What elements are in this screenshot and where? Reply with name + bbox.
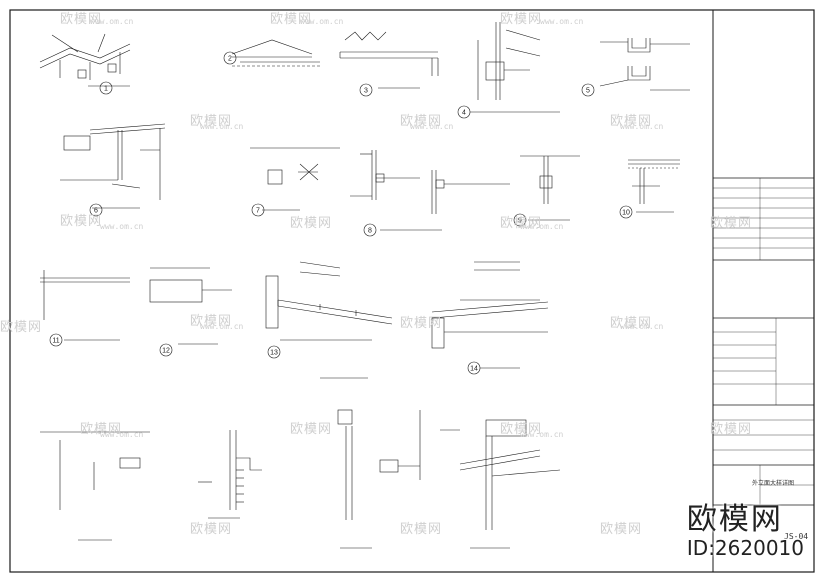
watermark: 欧模网 bbox=[190, 314, 233, 329]
detail-14 bbox=[431, 261, 549, 369]
watermark-url: www.om.cn bbox=[100, 222, 144, 231]
detail-18 bbox=[440, 419, 561, 549]
detail-12 bbox=[149, 267, 232, 345]
detail-6 bbox=[60, 123, 166, 209]
detail-number: 4 bbox=[462, 110, 466, 117]
detail-11 bbox=[40, 270, 130, 341]
detail-2 bbox=[231, 39, 320, 67]
detail-number-marker: 11 bbox=[49, 333, 63, 347]
watermark: 欧模网 bbox=[500, 12, 543, 27]
sheet-number: JS-04 bbox=[784, 532, 809, 541]
detail-3 bbox=[339, 31, 439, 89]
watermark-url: www.om.cn bbox=[540, 17, 584, 26]
watermark: 欧模网 bbox=[500, 422, 543, 437]
watermark-url: www.om.cn bbox=[520, 430, 564, 439]
watermark: 欧模网 bbox=[0, 320, 43, 335]
detail-number-marker: 1 bbox=[99, 81, 113, 95]
watermark: 欧模网 bbox=[400, 114, 443, 129]
detail-13 bbox=[265, 261, 393, 379]
detail-number-marker: 4 bbox=[457, 105, 471, 119]
detail-number: 3 bbox=[364, 88, 368, 95]
watermark-url: www.om.cn bbox=[410, 122, 454, 131]
detail-number-marker: 3 bbox=[359, 83, 373, 97]
detail-15 bbox=[40, 431, 150, 541]
watermark-url: www.om.cn bbox=[100, 430, 144, 439]
brand-name: 欧模网 bbox=[686, 502, 783, 537]
watermark-url: www.om.cn bbox=[300, 17, 344, 26]
watermark: 欧模网 bbox=[500, 216, 543, 231]
watermark: 欧模网 bbox=[190, 114, 233, 129]
detail-number: 8 bbox=[368, 228, 372, 235]
watermark: 欧模网 bbox=[190, 522, 233, 537]
detail-number-marker: 5 bbox=[581, 83, 595, 97]
watermark: 欧模网 bbox=[710, 422, 753, 437]
watermark: 欧模网 bbox=[610, 114, 653, 129]
watermark: 欧模网 bbox=[60, 12, 103, 27]
outer-frame bbox=[9, 9, 815, 573]
watermark: 欧模网 bbox=[270, 12, 313, 27]
watermark: 欧模网 bbox=[400, 316, 443, 331]
detail-number: 9 bbox=[518, 218, 522, 225]
detail-number-marker: 10 bbox=[619, 205, 633, 219]
detail-number-marker: 9 bbox=[513, 213, 527, 227]
watermark: 欧模网 bbox=[290, 216, 333, 231]
detail-number: 11 bbox=[52, 338, 59, 345]
detail-number: 13 bbox=[270, 350, 278, 357]
detail-number: 10 bbox=[622, 210, 630, 217]
detail-number: 2 bbox=[228, 56, 232, 63]
drawing-title: 外立面大样详图 bbox=[752, 480, 795, 487]
watermark: 欧模网 bbox=[80, 422, 123, 437]
detail-number-marker: 7 bbox=[251, 203, 265, 217]
watermark: 欧模网 bbox=[60, 214, 103, 229]
detail-5 bbox=[599, 38, 690, 91]
detail-10 bbox=[628, 159, 680, 213]
detail-number: 1 bbox=[104, 86, 108, 93]
watermark: 欧模网 bbox=[600, 522, 643, 537]
brand-overlay: 欧模网 ID:2620010 bbox=[687, 494, 804, 560]
detail-number-marker: 12 bbox=[159, 343, 173, 357]
watermark: 欧模网 bbox=[400, 522, 443, 537]
watermark: 欧模网 bbox=[710, 216, 753, 231]
watermark: 欧模网 bbox=[290, 422, 333, 437]
detail-number-marker: 6 bbox=[89, 203, 103, 217]
detail-7 bbox=[250, 147, 340, 211]
detail-number-marker: 13 bbox=[267, 345, 281, 359]
detail-number: 14 bbox=[470, 366, 478, 373]
detail-number: 12 bbox=[162, 348, 170, 355]
detail-4 bbox=[470, 22, 560, 113]
detail-17 bbox=[337, 409, 421, 549]
watermark: 欧模网 bbox=[610, 316, 653, 331]
detail-number: 6 bbox=[94, 208, 98, 215]
brand-id: ID:2620010 bbox=[686, 536, 804, 560]
detail-16 bbox=[198, 430, 262, 519]
detail-9 bbox=[520, 155, 580, 221]
watermark-url: www.om.cn bbox=[620, 122, 664, 131]
detail-1 bbox=[39, 33, 131, 87]
detail-number: 7 bbox=[256, 208, 260, 215]
watermark-url: www.om.cn bbox=[90, 17, 134, 26]
watermark-url: www.om.cn bbox=[520, 222, 564, 231]
detail-number-marker: 14 bbox=[467, 361, 481, 375]
title-block-rows bbox=[713, 178, 814, 505]
watermark-url: www.om.cn bbox=[200, 322, 244, 331]
detail-number-marker: 8 bbox=[363, 223, 377, 237]
watermark-url: www.om.cn bbox=[200, 122, 244, 131]
detail-8 bbox=[350, 150, 510, 231]
watermark-url: www.om.cn bbox=[620, 322, 664, 331]
detail-number: 5 bbox=[586, 88, 590, 95]
detail-number-marker: 2 bbox=[223, 51, 237, 65]
